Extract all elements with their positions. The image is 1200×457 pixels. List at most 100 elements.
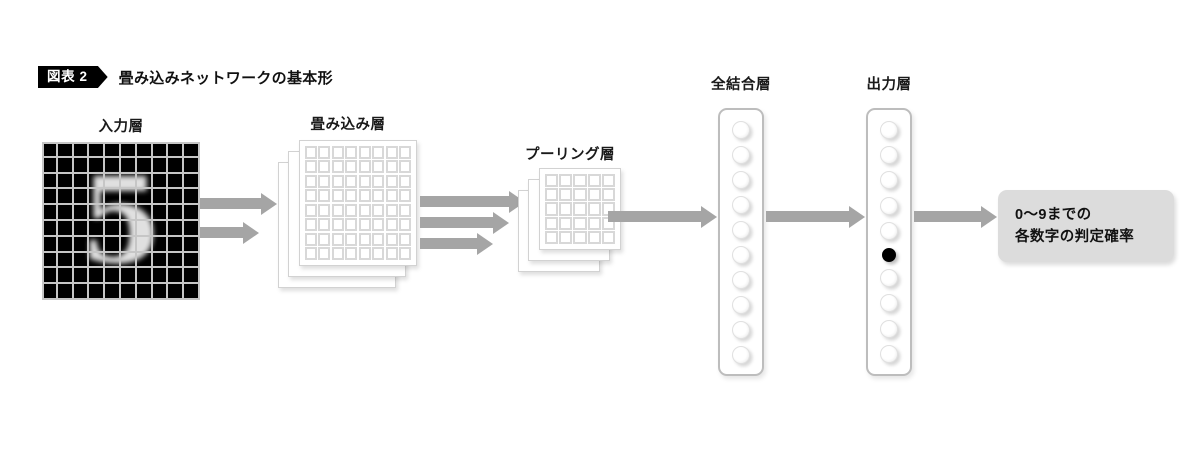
input-grid-cell xyxy=(136,268,153,285)
conv-grid-cell xyxy=(331,145,344,159)
conv-grid-cell xyxy=(304,189,317,203)
input-grid-cell xyxy=(42,268,58,285)
input-grid-cell xyxy=(168,205,185,221)
result-box: 0〜9までの 各数字の判定確率 xyxy=(998,190,1174,262)
input-grid-cell xyxy=(42,252,58,269)
input-grid-cell xyxy=(136,157,153,174)
pool-grid-cell xyxy=(587,216,601,230)
conv-grid-cell xyxy=(385,232,398,246)
pool-grid-cell xyxy=(602,187,616,202)
conv-grid-cell xyxy=(385,189,398,203)
input-grid-cell xyxy=(57,268,74,285)
input-grid-cell xyxy=(73,189,90,206)
input-grid-cell xyxy=(42,173,58,190)
input-grid-cell xyxy=(121,173,137,190)
pool-grid-cell xyxy=(558,187,573,202)
input-grid-cell xyxy=(184,221,200,237)
input-grid-cell xyxy=(136,189,153,206)
conv-grid-cell xyxy=(318,174,331,188)
conv-grid-cell xyxy=(318,232,331,246)
conv-grid-cell xyxy=(358,232,371,246)
input-grid-cell xyxy=(73,284,90,300)
pool-grid-cell xyxy=(544,187,558,202)
input-layer-label: 入力層 xyxy=(98,119,144,135)
fc-neuron xyxy=(732,145,750,164)
input-grid-cell xyxy=(105,173,121,190)
fully-connected-layer xyxy=(718,108,764,376)
conv-grid-cell xyxy=(345,189,358,203)
pool-grid-cell xyxy=(544,202,558,216)
input-grid-cell xyxy=(89,236,106,253)
input-grid-cell xyxy=(57,189,74,206)
input-grid-cell xyxy=(42,236,58,253)
arrow-output-to-result xyxy=(914,211,982,222)
convolution-layer xyxy=(278,140,418,288)
input-grid-cell xyxy=(89,221,106,237)
pool-layer-label: プーリング層 xyxy=(525,147,615,163)
conv-grid-cell xyxy=(318,160,331,174)
arrow-input-to-conv-2 xyxy=(200,227,244,238)
input-grid-cell xyxy=(168,221,185,237)
output-neuron xyxy=(880,269,898,288)
output-layer xyxy=(866,108,912,376)
pool-grid-cell xyxy=(558,202,573,216)
conv-grid-cell xyxy=(345,218,358,232)
input-grid-cell xyxy=(136,173,153,190)
conv-grid-cell xyxy=(358,203,371,217)
input-grid-cell xyxy=(168,173,185,190)
pool-grid-cell xyxy=(558,173,573,187)
pool-grid-cell xyxy=(587,202,601,216)
pool-grid-cell xyxy=(573,231,587,245)
pool-grid-cell xyxy=(573,202,587,216)
input-grid-cell xyxy=(136,252,153,269)
pool-grid-cell xyxy=(544,216,558,230)
conv-grid-cell xyxy=(331,247,344,261)
input-grid-cell xyxy=(152,268,169,285)
fc-neuron xyxy=(732,295,750,314)
input-grid-cell xyxy=(57,252,74,269)
input-grid-cell xyxy=(105,284,121,300)
conv-grid-cell xyxy=(399,145,412,159)
input-grid-cell xyxy=(136,205,153,221)
conv-grid-cell xyxy=(372,174,385,188)
fc-neuron xyxy=(732,270,750,289)
arrow-fc-to-output xyxy=(766,211,850,222)
input-grid-overlay xyxy=(42,142,200,300)
output-neuron-active xyxy=(882,247,896,262)
input-grid-cell xyxy=(152,221,169,237)
conv-grid-cell xyxy=(345,160,358,174)
page-title: 畳み込みネットワークの基本形 xyxy=(118,69,333,87)
conv-grid-cell xyxy=(331,218,344,232)
input-grid-cell xyxy=(89,252,106,269)
conv-grid-cell xyxy=(385,174,398,188)
input-grid-cell xyxy=(121,157,137,174)
conv-grid-cell xyxy=(372,218,385,232)
fc-neuron xyxy=(732,345,750,364)
conv-grid-cell xyxy=(385,160,398,174)
input-grid-cell xyxy=(136,236,153,253)
input-grid-cell xyxy=(105,268,121,285)
figure-title-row: 図表 2 畳み込みネットワークの基本形 xyxy=(38,66,333,88)
input-grid-cell xyxy=(89,157,106,174)
conv-grid-cell xyxy=(331,160,344,174)
input-grid-cell xyxy=(89,189,106,206)
conv-grid-cell xyxy=(358,247,371,261)
input-grid-cell xyxy=(121,284,137,300)
conv-grid-cell xyxy=(399,189,412,203)
conv-grid-cell xyxy=(372,203,385,217)
input-grid-cell xyxy=(184,236,200,253)
input-grid-cell xyxy=(184,142,200,158)
output-neuron xyxy=(880,345,898,364)
input-grid-cell xyxy=(121,236,137,253)
input-grid-cell xyxy=(42,142,58,158)
input-grid-cell xyxy=(105,157,121,174)
result-line-2: 各数字の判定確率 xyxy=(1015,228,1135,245)
conv-grid-cell xyxy=(318,218,331,232)
conv-grid-cell xyxy=(331,174,344,188)
input-grid-cell xyxy=(184,284,200,300)
input-grid-cell xyxy=(73,205,90,221)
input-grid-cell xyxy=(42,284,58,300)
input-grid-cell xyxy=(42,157,58,174)
input-grid-cell xyxy=(184,252,200,269)
